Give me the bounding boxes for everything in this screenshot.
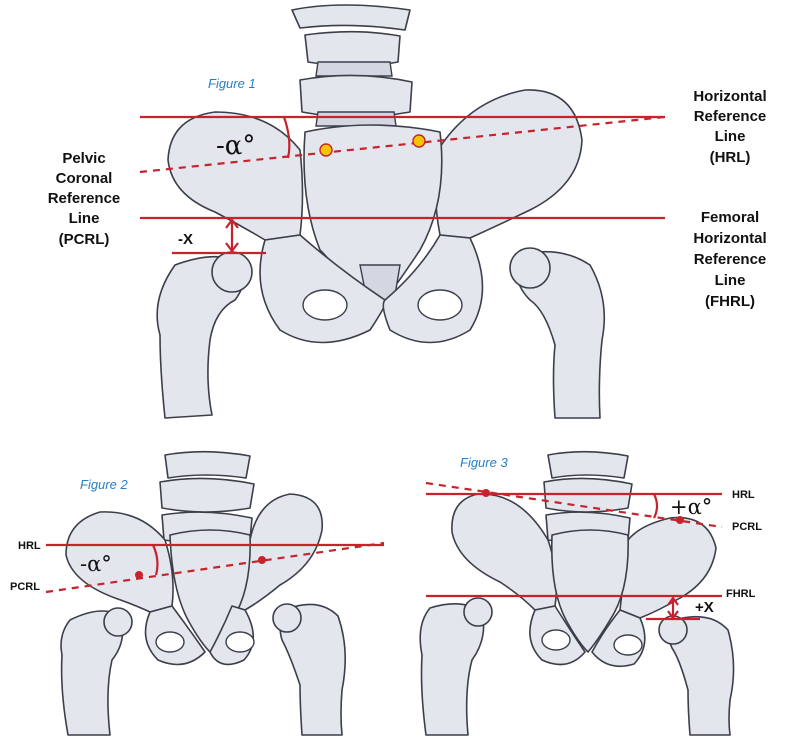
figure-3-caption: Figure 3 xyxy=(460,455,508,470)
svg-text:Horizontal: Horizontal xyxy=(693,88,766,105)
figure-3-right-landmark-dot xyxy=(676,516,684,524)
figure-1-pelvis xyxy=(156,4,606,419)
svg-text:Line: Line xyxy=(715,128,746,145)
figure-2-right-landmark-dot xyxy=(258,556,266,564)
figure-3-fhrl-label: FHRL xyxy=(726,588,756,600)
figure-3-pcrl-label: PCRL xyxy=(732,521,762,533)
figure-1-caption: Figure 1 xyxy=(208,76,256,91)
svg-text:Horizontal: Horizontal xyxy=(693,230,766,247)
svg-text:Coronal: Coronal xyxy=(56,170,113,187)
svg-text:Reference: Reference xyxy=(694,251,767,268)
figure-1-fhrl-label: Femoral Horizontal Reference Line (FHRL) xyxy=(693,209,766,310)
svg-text:Pelvic: Pelvic xyxy=(62,150,105,167)
figure-3-offset-marker xyxy=(667,596,679,620)
svg-text:Line: Line xyxy=(715,272,746,289)
figure-1-angle-label: -α° xyxy=(216,131,255,161)
figure-2-left-landmark-dot xyxy=(135,571,143,579)
figure-3-angle-arc xyxy=(653,493,659,519)
figure-1-offset-label: -X xyxy=(178,231,193,248)
figure-2-angle-arc xyxy=(151,544,159,576)
figure-1: Figure 1 -α° -X Horizontal Reference Lin… xyxy=(48,4,767,419)
figure-2: Figure 2 -α° HRL PCRL xyxy=(10,450,385,736)
figure-1-left-landmark-dot xyxy=(319,143,333,157)
figure-2-pelvis xyxy=(60,450,346,736)
svg-text:Reference: Reference xyxy=(48,190,121,207)
figure-2-pcrl-line xyxy=(45,541,385,594)
figure-1-hrl-label: Horizontal Reference Line (HRL) xyxy=(693,88,766,166)
figure-3-left-landmark-dot xyxy=(482,489,490,497)
figure-3-angle-label: +α° xyxy=(670,495,712,519)
svg-text:Reference: Reference xyxy=(694,108,767,125)
figure-3-offset-label: +X xyxy=(695,599,714,616)
figure-2-pcrl-label: PCRL xyxy=(10,581,40,593)
figure-3-pcrl-line xyxy=(425,481,723,529)
svg-text:(FHRL): (FHRL) xyxy=(705,293,755,310)
svg-text:(PCRL): (PCRL) xyxy=(59,231,110,248)
svg-text:Line: Line xyxy=(69,210,100,227)
svg-text:Femoral: Femoral xyxy=(701,209,759,226)
figure-1-angle-arc xyxy=(282,116,291,159)
svg-text:(HRL): (HRL) xyxy=(710,149,751,166)
figure-1-offset-marker xyxy=(225,218,239,253)
figure-3-hrl-label: HRL xyxy=(732,489,755,501)
figure-2-hrl-label: HRL xyxy=(18,540,41,552)
figure-1-right-landmark-dot xyxy=(412,134,426,148)
figure-2-angle-label: -α° xyxy=(80,552,112,576)
figure-1-pcrl-line xyxy=(139,115,666,174)
figure-3-pelvis xyxy=(419,450,735,736)
figure-2-caption: Figure 2 xyxy=(80,477,128,492)
figure-3: Figure 3 +α° +X HRL PCRL FHRL xyxy=(419,450,762,736)
figure-1-pcrl-label: Pelvic Coronal Reference Line (PCRL) xyxy=(48,150,121,248)
